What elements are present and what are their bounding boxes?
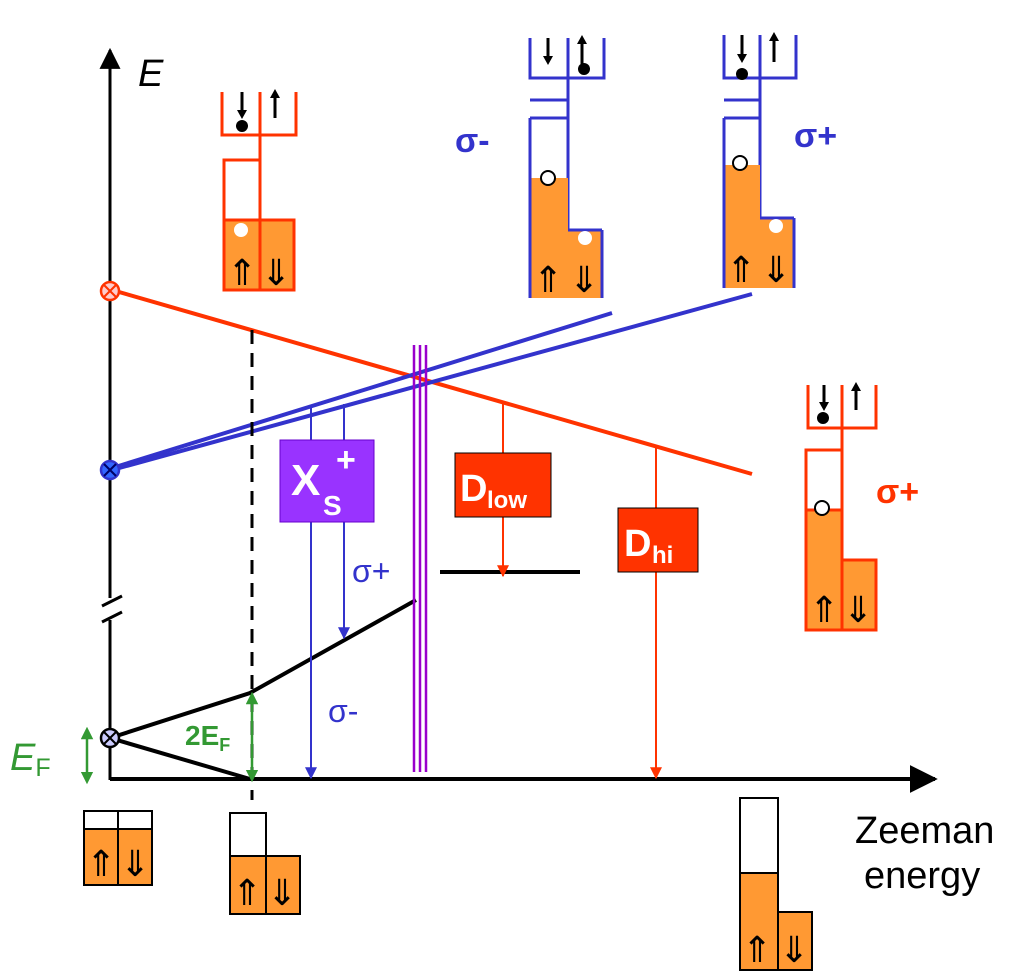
red-crossed-marker	[101, 282, 119, 300]
svg-text:⇓: ⇓	[779, 929, 809, 970]
svg-text:⇓: ⇓	[267, 872, 297, 913]
svg-text:⇑: ⇑	[809, 589, 839, 630]
sigma-plus-top-label: σ+	[794, 117, 837, 155]
fermi-upper-line	[110, 600, 416, 738]
blue-energy-line-2	[112, 294, 752, 470]
axis-break-2	[102, 612, 122, 622]
bottom-schematic-middle: ⇑ ⇓	[230, 813, 300, 914]
level-schematic-top-middle: ⇑ ⇓	[530, 35, 604, 300]
svg-text:⇑: ⇑	[742, 929, 772, 970]
black-crossed-marker	[101, 729, 119, 747]
dhi-box: D hi	[618, 508, 698, 572]
svg-text:D: D	[460, 468, 487, 510]
svg-text:X: X	[291, 456, 320, 505]
svg-text:⇑: ⇑	[86, 843, 116, 884]
svg-text:low: low	[487, 487, 527, 514]
sigma-plus-mid-label: σ+	[352, 553, 390, 589]
svg-text:⇓: ⇓	[261, 252, 291, 293]
sigma-plus-right-label: σ+	[876, 473, 919, 511]
svg-text:⇑: ⇑	[726, 249, 756, 290]
svg-text:⇓: ⇓	[761, 249, 791, 290]
dlow-box: D low	[455, 453, 551, 517]
level-schematic-top-left: ⇑ ⇓	[222, 89, 296, 293]
svg-text:D: D	[624, 523, 651, 565]
bottom-schematic-left: ⇑ ⇓	[84, 811, 152, 885]
svg-text:⇑: ⇑	[227, 252, 257, 293]
sigma-minus-top-label: σ-	[455, 122, 490, 160]
svg-text:⇓: ⇓	[120, 843, 150, 884]
sigma-minus-mid-label: σ-	[328, 693, 358, 729]
svg-text:⇓: ⇓	[569, 259, 599, 300]
blue-crossed-marker	[101, 461, 119, 479]
level-schematic-top-right: ⇑ ⇓	[724, 32, 796, 290]
svg-text:+: +	[336, 441, 356, 479]
svg-text:S: S	[323, 490, 342, 521]
svg-text:⇓: ⇓	[843, 589, 873, 630]
svg-text:hi: hi	[652, 542, 673, 569]
level-schematic-right: ⇑ ⇓	[806, 382, 876, 630]
two-ef-label: 2EF	[185, 720, 230, 755]
y-axis-label: E	[138, 53, 164, 95]
x-axis-label-line2: energy	[864, 855, 980, 897]
ef-label: EF	[10, 737, 51, 782]
svg-text:⇑: ⇑	[232, 872, 262, 913]
x-axis-label-line1: Zeeman	[855, 810, 994, 852]
bottom-schematic-right: ⇑ ⇓	[740, 798, 812, 970]
axis-break-1	[102, 596, 122, 606]
svg-text:⇑: ⇑	[533, 259, 563, 300]
xs-box: X S +	[280, 440, 374, 522]
